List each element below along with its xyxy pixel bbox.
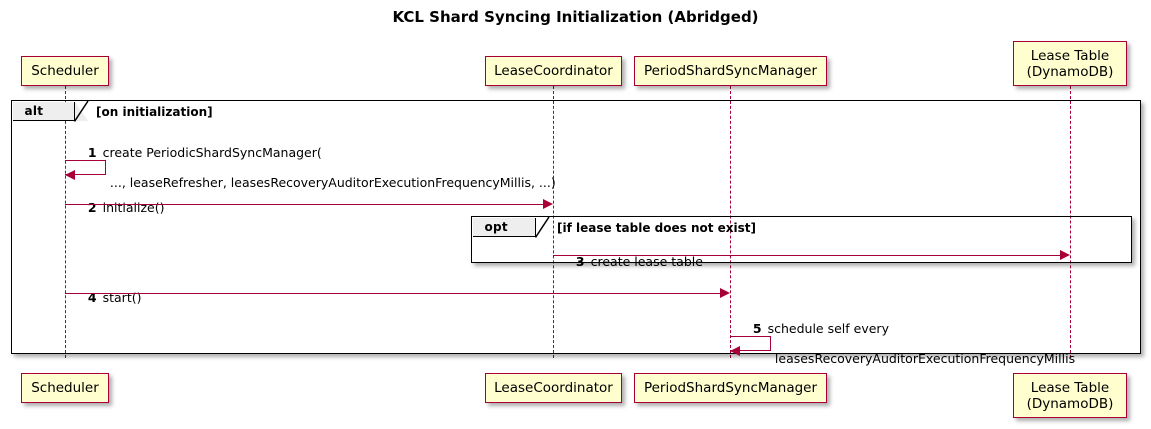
message-1-text: 1 create PeriodicShardSyncManager( ..., l… (72, 130, 556, 205)
message-4-number: 4 (87, 290, 97, 305)
message-2-text: 2 initialize() (72, 185, 165, 230)
participant-lease-table-bottom[interactable]: Lease Table (DynamoDB) (1013, 373, 1127, 418)
participant-label-line1: Lease Table (1030, 47, 1110, 64)
message-4-line (65, 293, 720, 294)
message-2-line (65, 204, 543, 205)
fragment-alt-condition: [on initialization] (96, 105, 213, 119)
message-2-number: 2 (87, 200, 97, 215)
participant-lease-table-top[interactable]: Lease Table (DynamoDB) (1013, 41, 1127, 86)
participant-label-line2: (DynamoDB) (1026, 63, 1114, 80)
participant-lease-coordinator-bottom[interactable]: LeaseCoordinator (485, 373, 622, 403)
participant-label: Scheduler (31, 63, 99, 79)
participant-label: PeriodShardSyncManager (643, 380, 818, 396)
participant-period-shard-sync-manager-bottom[interactable]: PeriodShardSyncManager (634, 373, 827, 403)
fragment-opt-condition: [if lease table does not exist] (557, 221, 757, 235)
lifeline-lease-coordinator (553, 86, 554, 358)
participant-scheduler-top[interactable]: Scheduler (21, 56, 109, 86)
fragment-opt-notch-line (535, 217, 550, 238)
message-3-label: create lease table (590, 254, 703, 269)
message-5-line1: schedule self every (767, 321, 889, 336)
message-3-arrowhead (1060, 250, 1070, 260)
fragment-opt-frame (471, 216, 1132, 263)
participant-label: PeriodShardSyncManager (643, 63, 818, 79)
message-1-self-loop (65, 160, 106, 175)
message-3-text: 3 create lease table (560, 239, 703, 284)
message-3-number: 3 (575, 254, 585, 269)
message-2-label: initialize() (102, 200, 165, 215)
message-4-arrowhead (720, 288, 730, 298)
participant-period-shard-sync-manager-top[interactable]: PeriodShardSyncManager (634, 56, 827, 86)
participant-label: LeaseCoordinator (494, 63, 613, 79)
participant-label: LeaseCoordinator (494, 380, 613, 396)
message-1-line2: ..., leaseRefresher, leasesRecoveryAudit… (109, 175, 556, 190)
fragment-alt-notch-line (74, 101, 89, 122)
message-5-text: 5 schedule self every leasesRecoveryAudit… (737, 306, 1075, 381)
message-3-line (553, 255, 1060, 256)
participant-scheduler-bottom[interactable]: Scheduler (21, 373, 109, 403)
message-2-arrowhead (543, 199, 553, 209)
fragment-alt-frame (11, 100, 1141, 354)
fragment-opt-label: opt (472, 217, 536, 237)
message-5-arrowhead (730, 346, 740, 356)
participant-lease-coordinator-top[interactable]: LeaseCoordinator (485, 56, 622, 86)
message-5-line2: leasesRecoveryAuditorExecutionFrequencyM… (774, 351, 1076, 366)
message-1-line1: create PeriodicShardSyncManager( (102, 145, 322, 160)
participant-label: Scheduler (31, 380, 99, 396)
message-1-number: 1 (87, 145, 97, 160)
fragment-alt-label: alt (12, 101, 75, 121)
lifeline-period-shard-sync-manager (730, 86, 731, 358)
diagram-title: KCL Shard Syncing Initialization (Abridg… (392, 8, 759, 26)
fragment-alt-kind: alt (24, 103, 44, 118)
message-5-number: 5 (752, 321, 762, 336)
message-1-arrowhead (65, 170, 75, 180)
participant-label-line2: (DynamoDB) (1026, 395, 1114, 412)
message-5-self-loop (730, 336, 771, 351)
lifeline-lease-table (1070, 86, 1071, 358)
participant-label-line1: Lease Table (1030, 379, 1110, 396)
fragment-opt-kind: opt (484, 219, 508, 234)
lifeline-scheduler (65, 86, 66, 358)
